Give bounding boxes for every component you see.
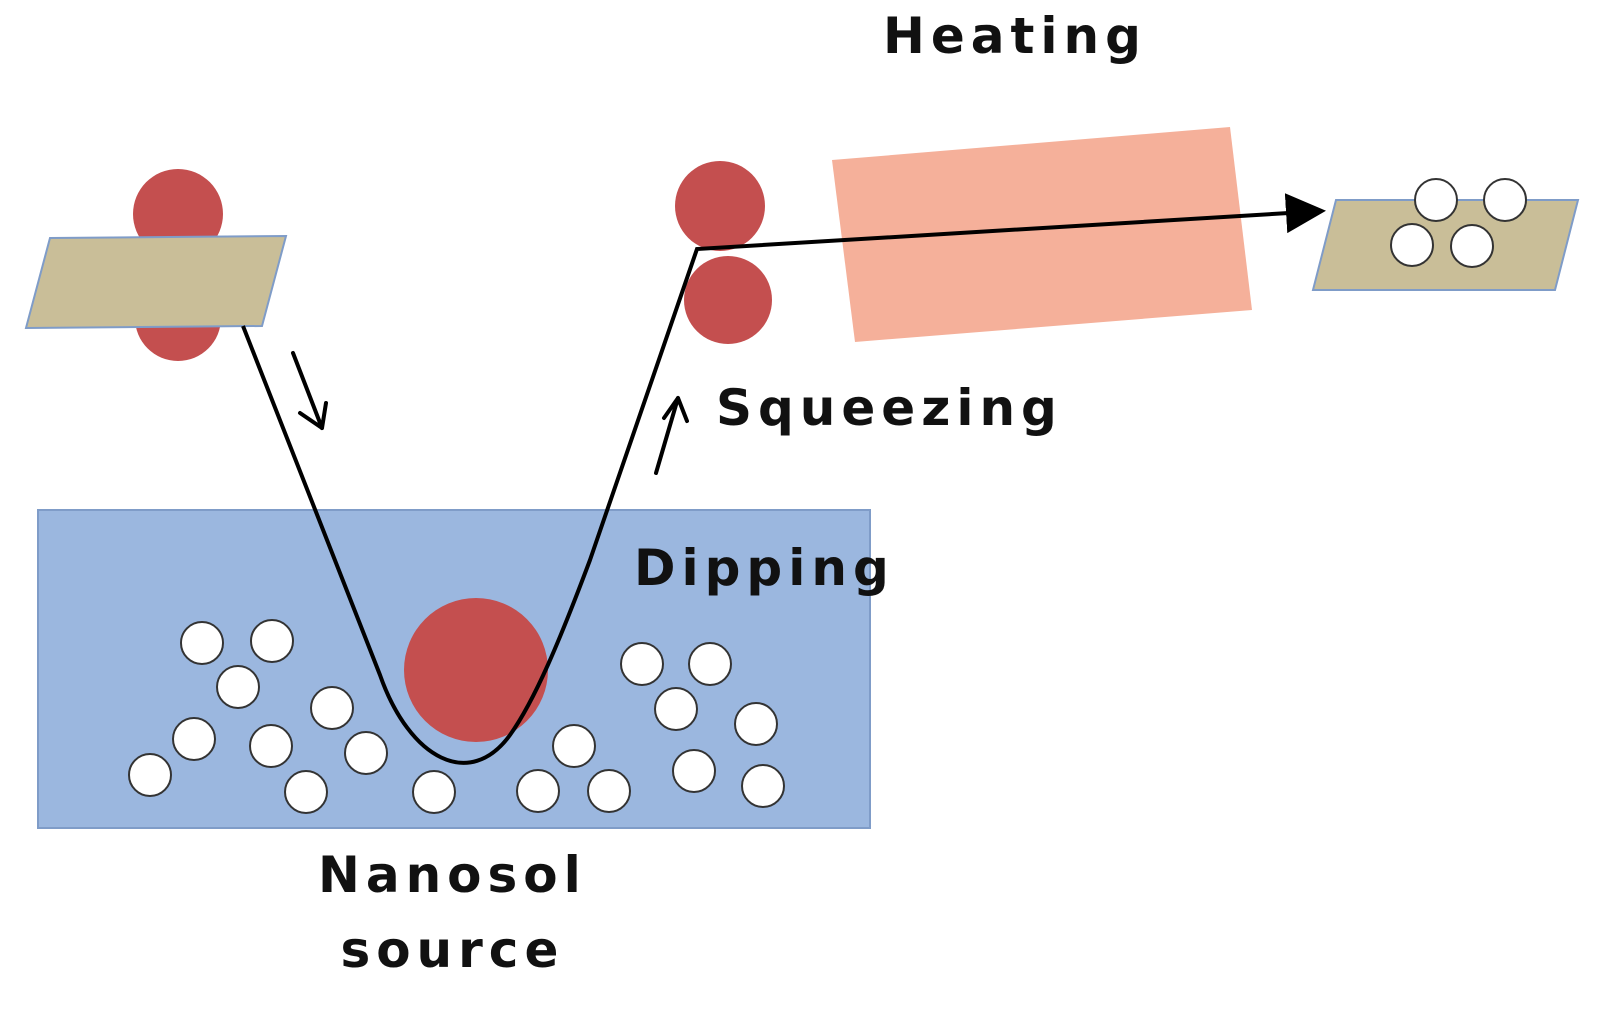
nanoparticle (672, 749, 716, 793)
nanoparticle (1390, 223, 1434, 267)
nanoparticle (344, 731, 388, 775)
dip-roller (404, 598, 548, 742)
nanoparticle (1450, 224, 1494, 268)
up-direction-arrow-icon (654, 396, 689, 475)
nanoparticle (620, 642, 664, 686)
bath-nanoparticles (128, 619, 785, 814)
nanoparticle (1414, 178, 1458, 222)
coated-nanoparticles (1390, 178, 1527, 268)
squeeze-bottom-roller (684, 256, 772, 344)
nanoparticle (587, 769, 631, 813)
nanosol-source-label: Nanosol source (318, 838, 587, 988)
squeezing-label: Squeezing (716, 379, 1063, 437)
nanoparticle (1483, 178, 1527, 222)
nanoparticle (688, 642, 732, 686)
fabric-path (241, 193, 1326, 765)
heating-label: Heating (883, 7, 1147, 65)
nanoparticle (741, 764, 785, 808)
left-substrate (24, 234, 288, 330)
nanosol-label-line2: source (340, 921, 565, 979)
nanoparticle (284, 770, 328, 814)
dipping-label: Dipping (634, 539, 895, 597)
squeeze-top-roller (675, 161, 765, 251)
nanoparticle (216, 665, 260, 709)
nanoparticle (310, 686, 354, 730)
nanoparticle (128, 753, 172, 797)
down-direction-arrow-icon (291, 351, 328, 430)
nanoparticle (552, 724, 596, 768)
nanoparticle (172, 717, 216, 761)
nanoparticle (180, 621, 224, 665)
heater-zone (832, 127, 1252, 342)
nanosol-label-line1: Nanosol (318, 846, 587, 904)
nanoparticle (412, 770, 456, 814)
nanoparticle (516, 769, 560, 813)
nanoparticle (249, 724, 293, 768)
nanoparticle (734, 702, 778, 746)
nanoparticle (250, 619, 294, 663)
nanoparticle (654, 687, 698, 731)
